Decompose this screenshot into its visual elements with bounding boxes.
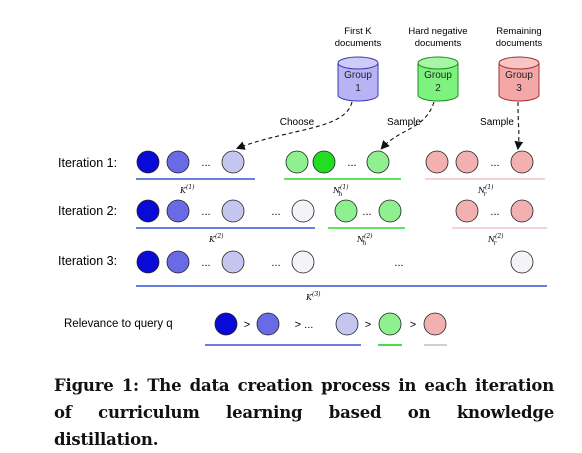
- ellipsis: ...: [394, 257, 403, 269]
- figure-caption: Figure 1: The data creation process in e…: [54, 376, 554, 449]
- relevance-row: > > ... > >: [205, 312, 447, 346]
- group-2-label: Group: [424, 70, 452, 81]
- doc-circle: [455, 199, 479, 223]
- doc-circle: [136, 250, 160, 274]
- greater-than: >: [244, 319, 250, 331]
- k-label-1: K(1): [179, 184, 195, 195]
- group-1-cylinder: Group 1: [337, 56, 379, 102]
- iteration-1-row: ... ... ... K(1) N(1)h N(1)r: [136, 150, 545, 198]
- doc-circle: [221, 250, 245, 274]
- k-label-2: K(2): [208, 233, 224, 244]
- nh-label-1: N(1)h: [332, 184, 349, 198]
- ellipsis: ...: [362, 206, 371, 218]
- relevance-label: Relevance to query q: [64, 318, 173, 330]
- ellipsis: ...: [271, 206, 280, 218]
- iteration-1-label: Iteration 1:: [58, 156, 117, 170]
- ellipsis: ...: [201, 257, 210, 269]
- sample-label-2: Sample: [480, 117, 514, 128]
- ellipsis: ...: [490, 206, 499, 218]
- doc-circle: [221, 199, 245, 223]
- greater-than: >: [365, 319, 371, 331]
- greater-than-ellipsis: > ...: [295, 319, 314, 331]
- ellipsis: ...: [347, 157, 356, 169]
- nh-label-2: N(2)h: [356, 233, 373, 247]
- choose-label: Choose: [280, 117, 315, 128]
- k-label-3: K(3): [305, 291, 321, 302]
- doc-circle: [378, 312, 402, 336]
- doc-circle: [510, 250, 534, 274]
- group-1-header-line-2: documents: [335, 38, 382, 49]
- iteration-2-row: ... ... ... ... K(2) N(2)h N(2)r: [136, 199, 547, 247]
- doc-circle: [366, 150, 390, 174]
- doc-circle: [378, 199, 402, 223]
- doc-circle: [423, 312, 447, 336]
- doc-circle: [221, 150, 245, 174]
- curriculum-diagram: First K documents Hard negative document…: [58, 26, 547, 346]
- group-3-number: 3: [516, 83, 522, 94]
- iteration-3-label: Iteration 3:: [58, 254, 117, 268]
- doc-circle: [256, 312, 280, 336]
- iteration-2-label: Iteration 2:: [58, 204, 117, 218]
- nr-label-1: N(1)r: [477, 184, 494, 198]
- doc-circle: [335, 312, 359, 336]
- doc-circle: [166, 199, 190, 223]
- group-2-number: 2: [435, 83, 441, 94]
- doc-circle: [166, 250, 190, 274]
- doc-circle: [510, 150, 534, 174]
- group-3-label: Group: [505, 70, 533, 81]
- ellipsis: ...: [271, 257, 280, 269]
- group-2-header-line-2: documents: [415, 38, 462, 49]
- iteration-3-row: ... ... ... K(3): [136, 250, 547, 302]
- group-3-header-line-2: documents: [496, 38, 543, 49]
- group-2-header-line-1: Hard negative: [408, 26, 467, 37]
- group-3-cylinder: Group 3: [498, 56, 540, 102]
- ellipsis: ...: [201, 206, 210, 218]
- ellipsis: ...: [490, 157, 499, 169]
- doc-circle: [291, 250, 315, 274]
- sample-arrow-hard: [380, 101, 435, 150]
- doc-circle: [510, 199, 534, 223]
- doc-circle: [312, 150, 336, 174]
- doc-circle: [136, 150, 160, 174]
- group-3-header-line-1: Remaining: [496, 26, 541, 37]
- group-2-cylinder: Group 2: [417, 56, 459, 102]
- doc-circle: [425, 150, 449, 174]
- group-1-header-line-1: First K: [344, 26, 372, 37]
- nr-label-2: N(2)r: [487, 233, 504, 247]
- doc-circle: [214, 312, 238, 336]
- doc-circle: [166, 150, 190, 174]
- sample-label-1: Sample: [387, 117, 421, 128]
- ellipsis: ...: [201, 157, 210, 169]
- group-1-label: Group: [344, 70, 372, 81]
- doc-circle: [455, 150, 479, 174]
- doc-circle: [285, 150, 309, 174]
- doc-circle: [334, 199, 358, 223]
- doc-circle: [291, 199, 315, 223]
- choose-arrow: [235, 101, 353, 150]
- doc-circle: [136, 199, 160, 223]
- sample-arrow-remaining: [514, 101, 524, 151]
- group-1-number: 1: [355, 83, 361, 94]
- greater-than: >: [410, 319, 416, 331]
